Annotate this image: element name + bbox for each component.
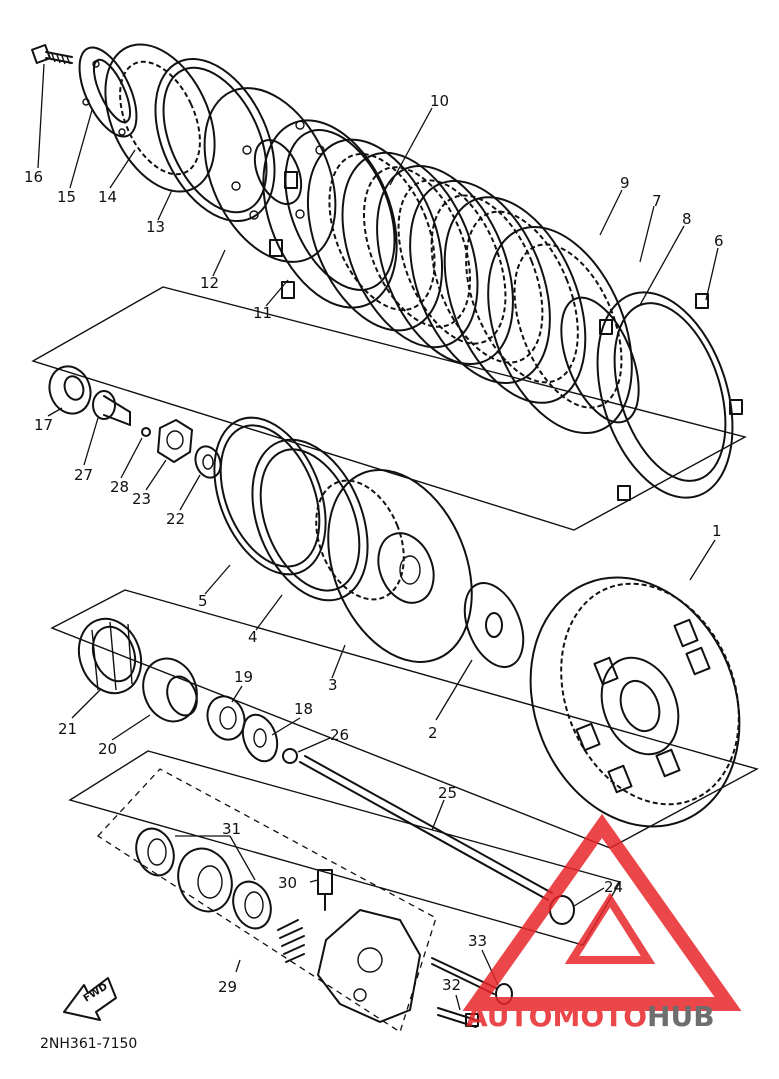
direction-label: FWD [82,981,110,1004]
callout-31: 31 [222,820,241,838]
callout-22: 22 [166,510,185,528]
callout-32: 32 [442,976,461,994]
forward-direction-arrow: FWD [63,977,117,1021]
push-rod-27 [92,390,131,426]
callout-7: 7 [652,192,662,210]
callout-11: 11 [253,304,272,322]
callout-1: 1 [712,522,722,540]
ball-28 [141,427,151,437]
callout-17: 17 [34,416,53,434]
friction-plate-11 [262,119,398,309]
bearing-17 [48,365,92,415]
callout-23: 23 [132,490,151,508]
callout-28: 28 [110,478,129,496]
thrust-washer-2 [463,582,525,668]
callout-24: 24 [604,878,623,896]
callout-18: 18 [294,700,313,718]
callout-16: 16 [24,168,43,186]
callout-14: 14 [98,188,117,206]
watermark-moto: MOTO [552,1000,647,1033]
callout-27: 27 [74,466,93,484]
callout-8: 8 [682,210,692,228]
callout-13: 13 [146,218,165,236]
callout-21: 21 [58,720,77,738]
lock-washer-22 [194,445,222,479]
fitting-30 [317,869,333,911]
push-rod-25 [299,755,553,901]
callout-20: 20 [98,740,117,758]
callout-33: 33 [468,932,487,950]
clutch-housing-1 [529,576,741,828]
callout-4: 4 [248,628,258,646]
leader-lines [37,63,719,1011]
watermark-logo: AUTOMOTOHUB [462,813,742,1033]
watermark-auto: AUTO [466,1000,552,1033]
diagram-code: 2NH361-7150 [40,1036,137,1052]
callout-3: 3 [328,676,338,694]
nut-23 [157,419,193,463]
plate-14 [104,43,216,193]
friction-plate-6 [596,291,743,501]
callout-2: 2 [428,724,438,742]
callout-15: 15 [57,188,76,206]
callout-30: 30 [278,874,297,892]
pressure-plate-12 [203,87,337,263]
steel-plate-9 [487,226,633,434]
watermark-hub: HUB [647,1000,715,1033]
callout-29: 29 [218,978,237,996]
bolt-16 [31,44,73,65]
oil-seal-31 [135,827,272,930]
callout-25: 25 [438,784,457,802]
callout-12: 12 [200,274,219,292]
callout-26: 26 [330,726,349,744]
svg-text:AUTOMOTOHUB: AUTOMOTOHUB [466,1000,715,1033]
clutch-plate-stack-10 [306,138,587,404]
push-lever-group-outline [96,768,437,1034]
boss-assembly-outline [50,589,759,849]
bushing-19 [206,695,246,741]
bolt-32 [437,1007,479,1028]
cushion-ring-4 [251,438,369,602]
watermark-triangle-icon [462,813,742,1011]
callout-labels: 1 2 3 4 5 6 7 8 9 10 11 12 13 14 15 16 1… [24,92,724,996]
spacer-20 [142,657,198,723]
callout-10: 10 [430,92,449,110]
callout-6: 6 [714,232,724,250]
ball-26 [282,748,298,764]
lever-housing-29 [317,909,421,1023]
cover-plate-15 [78,46,138,138]
circlip-5 [213,416,327,576]
pushrod-assembly-outline [68,750,622,946]
wire-ring-8 [560,296,640,424]
spring [277,919,305,963]
callout-5: 5 [198,592,208,610]
callout-9: 9 [620,174,630,192]
callout-19: 19 [234,668,253,686]
needle-bearing-21 [77,617,143,695]
pressure-plate-assembly-outline [31,286,747,531]
clutch-boss-3 [315,469,473,663]
